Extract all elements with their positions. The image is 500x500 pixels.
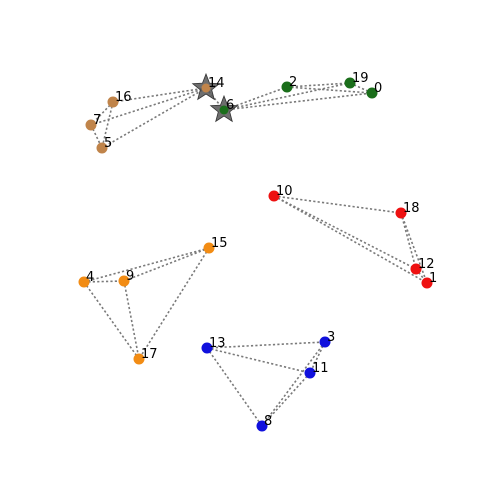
node-label-9: 9 [126, 269, 134, 284]
edge-15-4 [83, 247, 210, 283]
edge-10-18 [273, 195, 402, 214]
node-0 [366, 87, 378, 99]
node-label-13: 13 [209, 336, 226, 351]
node-14-dot [201, 83, 211, 93]
node-17 [133, 353, 145, 365]
node-18 [395, 207, 407, 219]
node-7 [85, 119, 97, 131]
node-label-3: 3 [327, 330, 335, 345]
edge-13-3 [206, 341, 326, 349]
node-label-0: 0 [374, 81, 382, 96]
edge-2-0 [286, 86, 373, 94]
node-layer [78, 72, 433, 432]
node-label-16: 16 [115, 90, 132, 105]
edge-2-19 [286, 82, 351, 88]
node-12 [410, 263, 422, 275]
node-13 [201, 342, 213, 354]
node-3 [319, 336, 331, 348]
edge-3-11 [309, 341, 326, 374]
node-2 [281, 81, 293, 93]
node-19 [344, 77, 356, 89]
node-label-10: 10 [276, 184, 293, 199]
node-1 [421, 277, 433, 289]
edge-10-1 [273, 195, 428, 284]
edge-16-5 [101, 101, 114, 149]
edge-10-12 [273, 195, 417, 270]
node-label-15: 15 [211, 236, 228, 251]
edge-18-1 [400, 212, 428, 284]
node-label-2: 2 [289, 75, 297, 90]
node-label-4: 4 [86, 270, 94, 285]
node-10 [268, 190, 280, 202]
node-15 [203, 242, 215, 254]
node-label-5: 5 [104, 136, 112, 151]
node-5 [96, 142, 108, 154]
node-label-6: 6 [226, 98, 234, 113]
edge-13-8 [206, 347, 263, 427]
edge-4-17 [83, 281, 140, 360]
node-16 [107, 96, 119, 108]
node-label-19: 19 [352, 71, 369, 86]
label-layer: 146 16 75 2 19 0 10 18 121 15 4 9 17 13 3 11 8 [86, 71, 437, 429]
node-label-11: 11 [312, 361, 329, 376]
edge-13-11 [206, 347, 311, 374]
edge-15-9 [123, 247, 210, 282]
node-8 [256, 420, 268, 432]
edge-11-8 [261, 372, 311, 427]
node-label-1: 1 [429, 271, 437, 286]
node-label-18: 18 [403, 201, 420, 216]
node-4 [78, 276, 90, 288]
node-label-7: 7 [93, 113, 101, 128]
node-9 [118, 275, 130, 287]
node-11 [304, 367, 316, 379]
node-label-12: 12 [418, 257, 435, 272]
edge-6-19 [223, 82, 351, 111]
edge-9-17 [123, 280, 140, 360]
edge-layer [83, 82, 428, 427]
node-label-17: 17 [141, 347, 158, 362]
node-6-dot [219, 105, 229, 115]
node-label-14: 14 [208, 76, 225, 91]
edge-6-0 [223, 92, 373, 111]
node-label-8: 8 [264, 414, 272, 429]
edge-18-12 [400, 212, 417, 270]
